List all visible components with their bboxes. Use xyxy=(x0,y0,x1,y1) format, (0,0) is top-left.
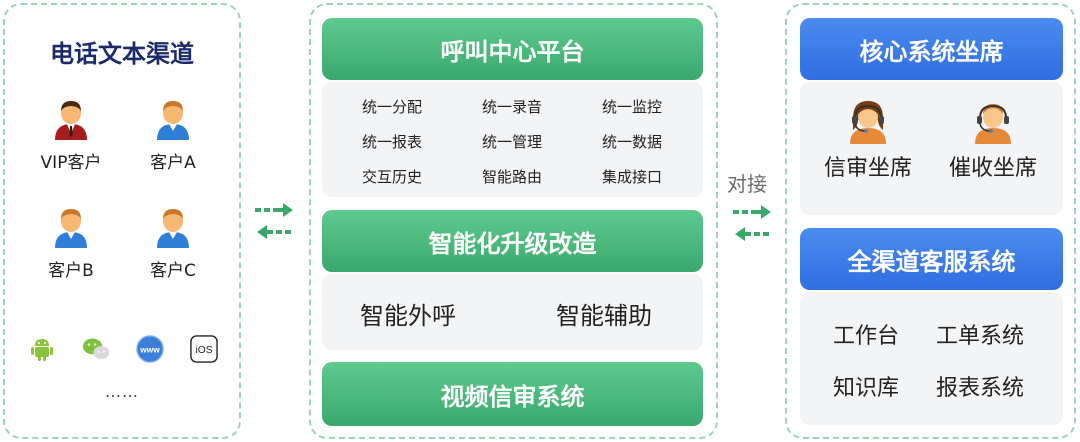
customer-label: 客户A xyxy=(150,153,196,173)
omnichannel-panel xyxy=(800,292,1063,425)
customer-label: 客户C xyxy=(150,261,196,281)
feature-item: 统一数据 xyxy=(602,133,663,151)
feature-item: 智能路由 xyxy=(482,168,543,186)
person-icon xyxy=(157,209,189,248)
female-agent-icon xyxy=(850,101,886,144)
wechat-icon xyxy=(82,335,110,363)
feature-item: 集成接口 xyxy=(602,168,663,186)
core-seats-header: 核心系统坐席 xyxy=(800,18,1063,80)
feature-item: 交互历史 xyxy=(362,168,423,186)
upgrade-item: 智能辅助 xyxy=(556,302,652,330)
feature-item: 统一录音 xyxy=(482,98,543,116)
platform-container xyxy=(309,3,718,439)
customer-label: 客户B xyxy=(48,261,94,281)
channel-app-icons: www iOS xyxy=(28,335,218,363)
channel-title: 电话文本渠道 xyxy=(50,40,194,68)
agent-credit-review: 信审坐席 xyxy=(808,98,928,182)
upgrade-item: 智能外呼 xyxy=(360,302,456,330)
omni-item: 工单系统 xyxy=(936,324,1025,349)
upgrade-panel xyxy=(322,274,703,350)
agent-label: 催收坐席 xyxy=(948,156,1037,181)
omni-item: 报表系统 xyxy=(936,376,1025,401)
bidirectional-arrow-icon xyxy=(255,203,293,239)
platform-features-panel xyxy=(322,82,703,197)
bidirectional-arrow-icon xyxy=(733,205,771,241)
www-icon: www xyxy=(136,335,164,363)
ios-icon: iOS xyxy=(190,335,218,363)
customer-vip: VIP客户 xyxy=(16,98,126,173)
customer-label: VIP客户 xyxy=(40,153,102,173)
more-channels: …… xyxy=(105,382,139,401)
seats-container xyxy=(785,3,1076,439)
omni-item: 工作台 xyxy=(833,324,900,349)
male-agent-icon xyxy=(975,104,1011,144)
customer-c: 客户C xyxy=(118,206,228,281)
agents-panel xyxy=(800,82,1063,215)
video-review-system-header: 视频信审系统 xyxy=(322,362,703,426)
feature-item: 统一报表 xyxy=(362,133,423,151)
agent-collection: 催收坐席 xyxy=(933,98,1053,182)
person-icon xyxy=(157,101,189,140)
ios-label: iOS xyxy=(195,345,212,356)
connector-label: 对接 xyxy=(727,172,767,196)
feature-item: 统一分配 xyxy=(362,98,423,116)
customer-a: 客户A xyxy=(118,98,228,173)
call-center-platform-header: 呼叫中心平台 xyxy=(322,18,703,80)
android-icon xyxy=(28,335,56,363)
feature-item: 统一监控 xyxy=(602,98,663,116)
channel-container xyxy=(3,3,241,439)
feature-item: 统一管理 xyxy=(482,133,543,151)
omni-item: 知识库 xyxy=(833,376,900,401)
www-label: www xyxy=(139,344,160,354)
omnichannel-service-header: 全渠道客服系统 xyxy=(800,228,1063,290)
person-icon xyxy=(55,209,87,248)
vip-person-icon xyxy=(55,101,87,140)
agent-label: 信审坐席 xyxy=(823,156,912,181)
customer-b: 客户B xyxy=(16,206,126,281)
intelligent-upgrade-header: 智能化升级改造 xyxy=(322,210,703,272)
